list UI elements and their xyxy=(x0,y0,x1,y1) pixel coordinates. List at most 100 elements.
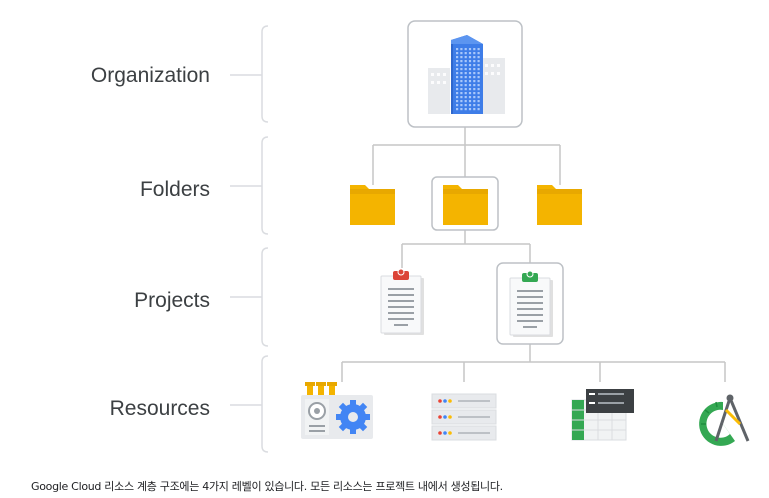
building-window xyxy=(477,56,480,59)
building-window xyxy=(464,76,467,79)
building-window xyxy=(464,104,467,107)
building-window xyxy=(473,104,476,107)
building-window xyxy=(477,64,480,67)
project-left xyxy=(380,268,424,335)
gauge-compass-icon xyxy=(699,394,750,446)
building-window xyxy=(460,76,463,79)
building-window xyxy=(460,88,463,91)
building-window xyxy=(456,76,459,79)
building-window xyxy=(477,60,480,63)
gear-icon xyxy=(336,400,370,434)
building-window xyxy=(456,52,459,55)
building-window xyxy=(477,72,480,75)
building-window xyxy=(464,72,467,75)
building-window xyxy=(473,52,476,55)
building-window xyxy=(464,68,467,71)
server-rack-icon xyxy=(431,393,497,441)
level-label-resources: Resources xyxy=(110,397,210,420)
organization-node xyxy=(407,20,523,128)
building-window xyxy=(460,52,463,55)
building-window xyxy=(473,96,476,99)
building-window xyxy=(473,72,476,75)
level-label-projects: Projects xyxy=(134,289,210,312)
resource-hierarchy-diagram: Organization Folders Projects Resources xyxy=(91,20,750,453)
building-window xyxy=(468,80,472,83)
building-window xyxy=(468,52,472,55)
building-window xyxy=(456,100,459,103)
building-window xyxy=(468,48,472,51)
building-window xyxy=(460,60,463,63)
building-window xyxy=(473,76,476,79)
office-building-icon xyxy=(428,35,505,114)
folder-icon xyxy=(537,185,582,225)
folder-icon xyxy=(443,185,488,225)
building-window xyxy=(477,84,480,87)
clipboard-green-icon xyxy=(509,270,553,337)
building-window xyxy=(477,108,480,111)
building-window xyxy=(464,108,467,111)
building-window xyxy=(456,72,459,75)
building-window xyxy=(464,96,467,99)
building-window xyxy=(473,56,476,59)
building-window xyxy=(464,56,467,59)
building-window xyxy=(460,80,463,83)
building-window xyxy=(473,92,476,95)
building-window xyxy=(473,60,476,63)
building-window xyxy=(460,92,463,95)
building-window xyxy=(473,84,476,87)
building-window xyxy=(468,68,472,71)
building-window xyxy=(464,52,467,55)
building-window xyxy=(477,104,480,107)
building-window xyxy=(456,68,459,71)
building-window xyxy=(460,72,463,75)
building-window xyxy=(456,56,459,59)
building-window xyxy=(460,100,463,103)
level-brackets xyxy=(230,25,269,453)
compute-control-panel-icon xyxy=(301,382,373,439)
resource-compute xyxy=(301,382,373,439)
level-label-organization: Organization xyxy=(91,64,210,87)
building-window xyxy=(460,96,463,99)
clipboard-red-icon xyxy=(380,268,424,335)
building-window xyxy=(477,52,480,55)
building-window xyxy=(477,96,480,99)
building-window xyxy=(473,80,476,83)
building-window xyxy=(468,108,472,111)
folder-icon xyxy=(350,185,395,225)
building-window xyxy=(456,92,459,95)
building-window xyxy=(477,92,480,95)
building-window xyxy=(464,64,467,67)
resource-data xyxy=(571,389,634,441)
resource-tools xyxy=(699,394,750,446)
building-window xyxy=(464,84,467,87)
building-window xyxy=(468,76,472,79)
building-window xyxy=(468,92,472,95)
building-window xyxy=(464,92,467,95)
building-window xyxy=(468,100,472,103)
building-window xyxy=(456,80,459,83)
code-spreadsheet-icon xyxy=(571,389,634,441)
building-window xyxy=(464,88,467,91)
building-window xyxy=(456,84,459,87)
building-window xyxy=(460,108,463,111)
building-window xyxy=(456,60,459,63)
building-window xyxy=(464,100,467,103)
building-window xyxy=(460,84,463,87)
building-window xyxy=(460,104,463,107)
building-window xyxy=(473,88,476,91)
folder-center xyxy=(431,176,499,231)
building-window xyxy=(456,88,459,91)
level-label-folders: Folders xyxy=(140,178,210,201)
building-window xyxy=(473,108,476,111)
building-window xyxy=(477,88,480,91)
building-window xyxy=(473,64,476,67)
building-window xyxy=(456,104,459,107)
building-window xyxy=(464,60,467,63)
building-window xyxy=(468,72,472,75)
building-window xyxy=(460,56,463,59)
building-window xyxy=(464,48,467,51)
building-window xyxy=(473,68,476,71)
building-window xyxy=(460,48,463,51)
building-window xyxy=(477,100,480,103)
folder-left xyxy=(350,185,395,225)
